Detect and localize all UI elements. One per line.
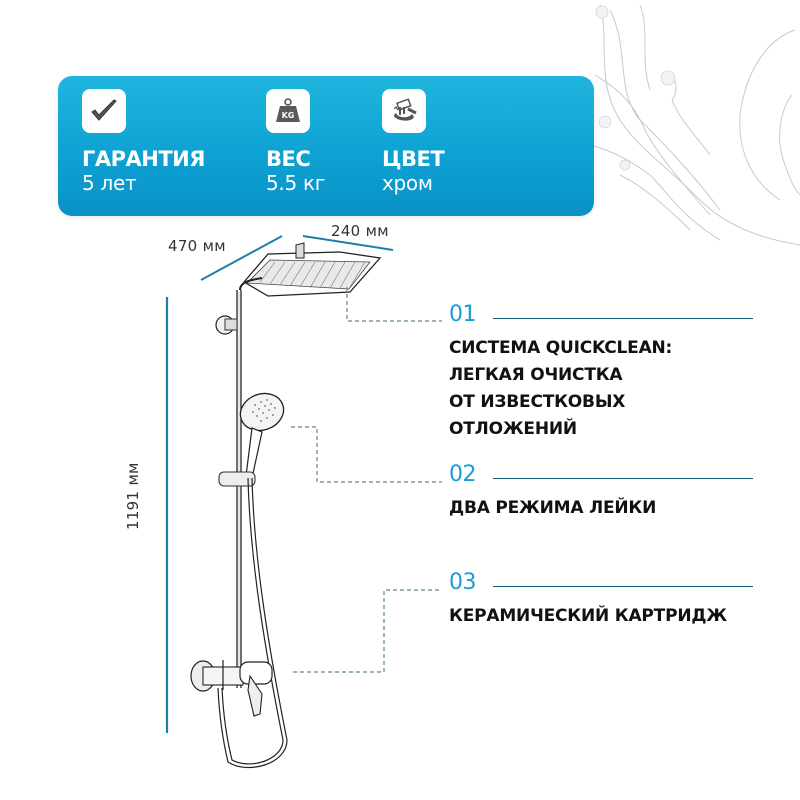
shower-hose — [221, 477, 284, 765]
height-dimension-label: 1191 мм — [124, 462, 142, 530]
leader-line-01 — [346, 287, 442, 322]
depth-dimension-line — [200, 235, 283, 281]
feature-title: СИСТЕМА QUICKCLEAN: ЛЕГКАЯ ОЧИСТКА ОТ ИЗ… — [449, 338, 673, 439]
width-dimension-line — [302, 235, 394, 251]
feature-number: 01 — [449, 302, 477, 327]
hand-shower — [239, 392, 285, 479]
feature-title: КЕРАМИЧЕСКИЙ КАРТРИДЖ — [449, 606, 727, 626]
feature-02: 02 ДВА РЕЖИМА ЛЕЙКИ — [449, 463, 759, 522]
spec-label: ГАРАНТИЯ — [82, 147, 205, 171]
mixer-valve — [190, 660, 273, 717]
svg-text:KG: KG — [282, 111, 295, 120]
specs-card: ГАРАНТИЯ 5 лет KG ВЕС 5.5 кг ЦВЕТ хром — [58, 76, 594, 216]
spec-label: ВЕС — [266, 147, 311, 171]
rain-shower-head — [239, 242, 382, 297]
weight-icon-box: KG — [266, 89, 310, 133]
depth-dimension-label: 470 мм — [168, 237, 226, 255]
checkmark-icon — [91, 99, 117, 121]
spec-value: 5 лет — [82, 171, 137, 195]
weight-kg-icon: KG — [276, 98, 300, 122]
spec-weight: KG ВЕС 5.5 кг — [266, 89, 325, 195]
checkmark-icon-box — [82, 89, 126, 133]
spec-label: ЦВЕТ — [382, 147, 445, 171]
feature-divider — [493, 318, 753, 319]
spec-value: хром — [382, 171, 433, 195]
leader-line-03 — [293, 589, 442, 673]
feature-number: 02 — [449, 462, 477, 487]
width-dimension-label: 240 мм — [331, 222, 389, 240]
spec-value: 5.5 кг — [266, 171, 325, 195]
spec-warranty: ГАРАНТИЯ 5 лет — [82, 89, 205, 195]
paint-roller-icon — [393, 98, 417, 121]
spec-color: ЦВЕТ хром — [382, 89, 445, 195]
leader-line-02 — [291, 426, 442, 483]
wall-bracket — [215, 315, 238, 335]
water-splash-decoration — [589, 4, 800, 246]
feature-title: ДВА РЕЖИМА ЛЕЙКИ — [449, 498, 657, 518]
feature-number: 03 — [449, 570, 477, 595]
feature-01: 01 СИСТЕМА QUICKCLEAN: ЛЕГКАЯ ОЧИСТКА ОТ… — [449, 303, 759, 443]
feature-divider — [493, 586, 753, 587]
paint-icon-box — [382, 89, 426, 133]
feature-divider — [493, 478, 753, 479]
slider-holder — [218, 471, 256, 487]
shower-rail — [236, 290, 242, 688]
feature-03: 03 КЕРАМИЧЕСКИЙ КАРТРИДЖ — [449, 571, 759, 630]
